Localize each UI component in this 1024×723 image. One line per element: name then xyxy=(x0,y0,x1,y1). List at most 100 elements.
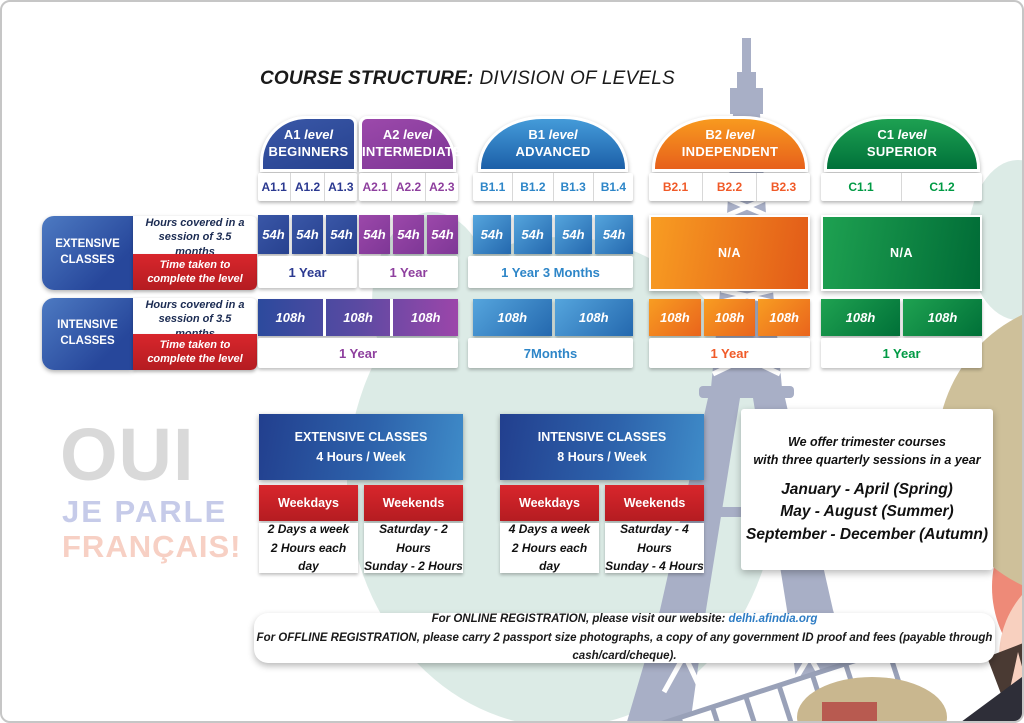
tab-a2-level: A2 level INTERMEDIATE xyxy=(359,116,463,172)
sublevel-cell: A2.3 xyxy=(424,173,458,201)
hours-note-intensive: Hours covered in a session of 3.5 months xyxy=(133,298,257,340)
extensive-weekdays-detail: 2 Days a week 2 Hours each day xyxy=(259,522,358,573)
extensive-schedule-card: EXTENSIVE CLASSES 4 Hours / Week xyxy=(259,414,463,480)
intensive-hours-c1: 108h 108h xyxy=(821,299,982,336)
tab-a2-name: A2 level xyxy=(382,127,433,143)
sublevel-cell: A1.1 xyxy=(261,180,287,194)
trimester-intro: We offer trimester courses with three qu… xyxy=(741,433,993,469)
intensive-classes-label: INTENSIVE CLASSES xyxy=(42,298,133,370)
sublevel-cell: A2.2 xyxy=(391,173,424,201)
hours-cell: 108h xyxy=(821,299,900,336)
tab-b2-category: INDEPENDENT xyxy=(681,144,779,159)
time-box-extensive-b1: 1 Year 3 Months xyxy=(468,256,633,288)
tab-a1-category: BEGINNERS xyxy=(268,144,349,159)
na-box-c1: N/A xyxy=(821,215,982,291)
extensive-schedule-title: EXTENSIVE CLASSES xyxy=(294,430,428,444)
hours-cell: 108h xyxy=(275,310,306,325)
hours-cell: 54h xyxy=(554,215,593,254)
sublevel-cell: A2.1 xyxy=(362,180,388,194)
time-note-extensive: Time taken to complete the level xyxy=(133,254,257,290)
tab-c1-name: C1 level xyxy=(877,127,927,143)
tab-a2-category: INTERMEDIATE xyxy=(362,144,463,159)
detail-line: Saturday - 4 Hours xyxy=(620,522,689,555)
website-link[interactable]: delhi.afindia.org xyxy=(728,612,818,625)
extensive-weekdays-label: Weekdays xyxy=(259,485,358,521)
sublevel-cell: A1.2 xyxy=(290,173,323,201)
sublevel-strip-b1: B1.1 B1.2 B1.3 B1.4 xyxy=(473,173,633,201)
detail-line: Sunday - 2 Hours xyxy=(364,559,463,574)
sublevel-cell: B2.1 xyxy=(662,180,689,194)
sublevel-cell: B1.3 xyxy=(552,173,593,201)
extensive-hours-b1: 54h 54h 54h 54h xyxy=(473,215,633,254)
hours-cell: 108h xyxy=(554,299,633,336)
slogan-francais: FRANÇAIS! xyxy=(62,529,242,564)
hours-cell: 108h xyxy=(322,299,391,336)
time-box-extensive-a1: 1 Year xyxy=(258,256,357,288)
na-box-b2: N/A xyxy=(649,215,810,291)
offline-registration-line: For OFFLINE REGISTRATION, please carry 2… xyxy=(256,631,993,663)
extensive-weekends-label: Weekends xyxy=(364,485,463,521)
extensive-hours-a2: 54h 54h 54h xyxy=(359,215,458,254)
sublevel-strip-a1: A1.1 A1.2 A1.3 xyxy=(258,173,357,201)
sublevel-cell: B2.2 xyxy=(702,173,756,201)
online-registration-text: For ONLINE REGISTRATION, please visit ou… xyxy=(431,612,729,625)
time-box-intensive-a1a2: 1 Year xyxy=(258,338,458,368)
page-title: COURSE STRUCTURE:DIVISION OF LEVELS xyxy=(260,68,675,90)
detail-line: Sunday - 4 Hours xyxy=(605,559,704,574)
hours-cell: 108h xyxy=(903,299,982,336)
hours-note-extensive: Hours covered in a session of 3.5 months xyxy=(133,216,257,258)
intensive-hours-b1: 108h 108h xyxy=(473,299,633,336)
sublevel-strip-a2: A2.1 A2.2 A2.3 xyxy=(359,173,458,201)
trimester-intro-line1: We offer trimester courses xyxy=(788,434,946,449)
sublevel-cell: B1.4 xyxy=(592,173,633,201)
hours-cell: 108h xyxy=(390,299,458,336)
page-title-bold: COURSE STRUCTURE: xyxy=(260,68,474,89)
tab-a1-level: A1 level BEGINNERS xyxy=(260,116,357,172)
hours-cell: 54h xyxy=(292,215,323,254)
detail-line: 4 Days a week xyxy=(508,522,591,537)
tab-c1-category: SUPERIOR xyxy=(866,144,938,159)
sublevel-cell: B1.2 xyxy=(512,173,552,201)
hours-cell: 54h xyxy=(393,215,424,254)
intensive-weekends-label: Weekends xyxy=(605,485,704,521)
extensive-weekends-detail: Saturday - 2 Hours Sunday - 2 Hours xyxy=(364,522,463,574)
extensive-classes-label: EXTENSIVE CLASSES xyxy=(42,216,133,290)
intensive-weekends-detail: Saturday - 4 Hours Sunday - 4 Hours xyxy=(605,522,704,574)
sublevel-cell: B1.1 xyxy=(479,180,506,194)
time-box-intensive-c1: 1 Year xyxy=(821,338,982,368)
intensive-hours-a1a2: 108h 108h 108h xyxy=(258,299,458,336)
hours-cell: 108h xyxy=(649,299,701,336)
time-box-extensive-a2: 1 Year xyxy=(359,256,458,288)
slogan-oui: OUI xyxy=(60,413,195,496)
sublevel-cell: B2.3 xyxy=(756,173,810,201)
time-box-intensive-b1: 7Months xyxy=(468,338,633,368)
hours-cell: 54h xyxy=(359,215,390,254)
registration-footer: For ONLINE REGISTRATION, please visit ou… xyxy=(254,613,995,663)
hours-cell: 54h xyxy=(427,215,458,254)
hours-cell: 108h xyxy=(473,299,552,336)
time-box-intensive-b2: 1 Year xyxy=(649,338,810,368)
trimester-seasons: January - April (Spring) May - August (S… xyxy=(741,479,993,546)
sublevel-strip-b2: B2.1 B2.2 B2.3 xyxy=(649,173,810,201)
hours-cell: 54h xyxy=(326,215,357,254)
season-spring: January - April (Spring) xyxy=(781,480,953,498)
intensive-schedule-subtitle: 8 Hours / Week xyxy=(557,450,647,464)
slogan-je-parle: JE PARLE xyxy=(62,494,228,529)
tab-b1-category: ADVANCED xyxy=(515,144,591,159)
hours-cell: 54h xyxy=(258,215,289,254)
season-summer: May - August (Summer) xyxy=(780,503,954,521)
trimester-info-card: We offer trimester courses with three qu… xyxy=(741,409,993,570)
tab-a1-name: A1 level xyxy=(283,127,334,143)
sublevel-strip-c1: C1.1 C1.2 xyxy=(821,173,982,201)
sublevel-cell: C1.2 xyxy=(901,173,982,201)
detail-line: 2 Days a week xyxy=(267,522,350,537)
intensive-weekdays-label: Weekdays xyxy=(500,485,599,521)
sublevel-cell: A1.3 xyxy=(323,173,357,201)
online-registration-line: For ONLINE REGISTRATION, please visit ou… xyxy=(254,610,995,629)
sublevel-cell: C1.1 xyxy=(848,180,874,194)
tab-b1-name: B1 level xyxy=(528,127,578,143)
hours-cell: 54h xyxy=(513,215,552,254)
trimester-intro-line2: with three quarterly sessions in a year xyxy=(753,452,981,467)
detail-line: 2 Hours each day xyxy=(511,540,588,574)
